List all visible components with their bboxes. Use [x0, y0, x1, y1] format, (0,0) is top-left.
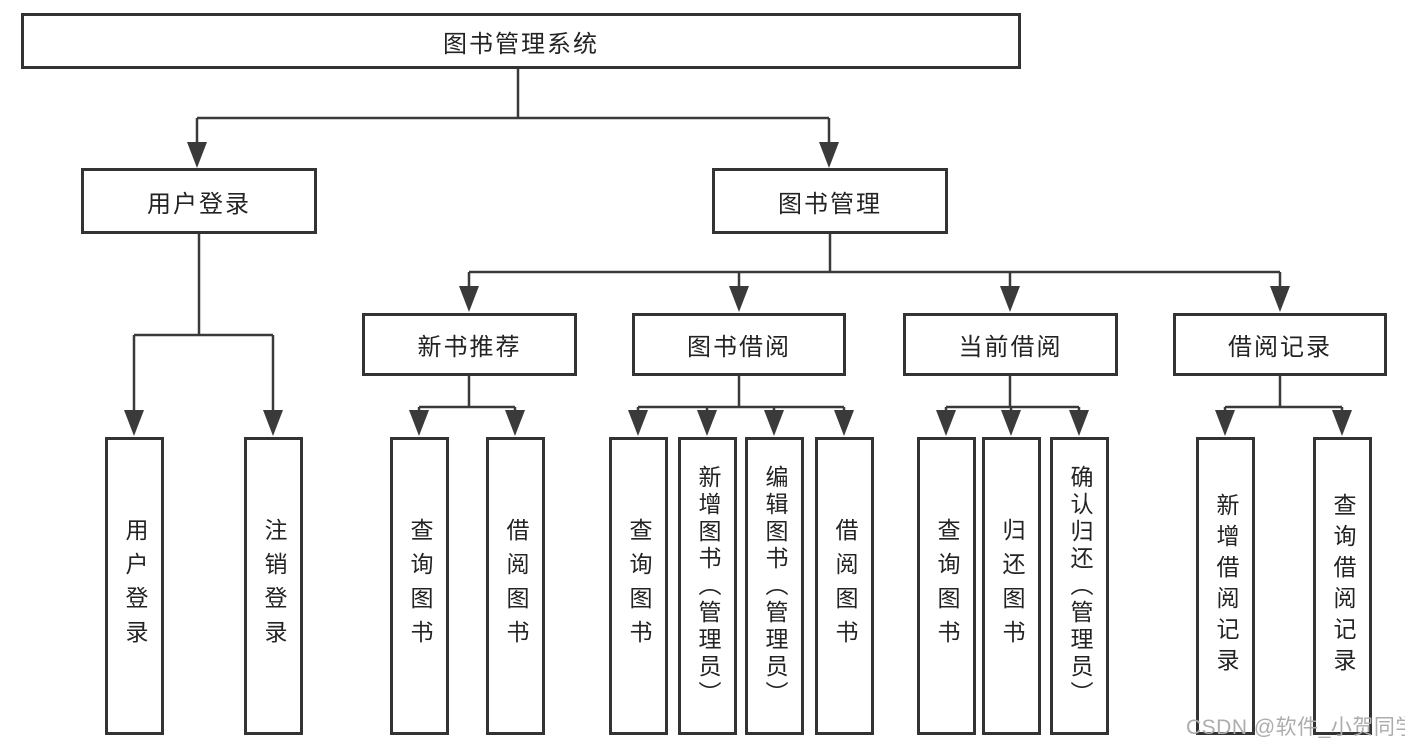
node-book-borrowing: 图书借阅: [632, 313, 846, 376]
leaf-query-books-1: 查询图书: [390, 437, 449, 735]
leaf-logout: 注销登录: [244, 437, 303, 735]
leaf-confirm-return-admin: 确认归还（管理员）: [1050, 437, 1109, 735]
leaf-return-book-label: 归还图书: [999, 518, 1025, 654]
leaf-borrow-books-2: 借阅图书: [815, 437, 874, 735]
node-book-management: 图书管理: [712, 168, 948, 234]
watermark: CSDN @软件_小贺同学: [1186, 716, 1405, 739]
leaf-query-borrow-record-label: 查询借阅记录: [1330, 493, 1356, 679]
node-current-borrowing-label: 当前借阅: [958, 334, 1063, 361]
leaf-add-book-admin: 新增图书（管理员）: [678, 437, 737, 735]
node-new-book-recommend-label: 新书推荐: [417, 334, 522, 361]
leaf-borrow-books-1: 借阅图书: [486, 437, 545, 735]
leaf-user-login-label: 用户登录: [122, 518, 148, 654]
leaf-query-books-3-label: 查询图书: [934, 518, 960, 654]
leaf-borrow-books-2-label: 借阅图书: [832, 518, 858, 654]
node-root-label: 图书管理系统: [443, 30, 599, 58]
leaf-add-book-admin-label: 新增图书（管理员）: [695, 464, 721, 708]
leaf-edit-book-admin: 编辑图书（管理员）: [745, 437, 804, 735]
leaf-query-borrow-record: 查询借阅记录: [1313, 437, 1372, 735]
node-borrowing-records: 借阅记录: [1173, 313, 1387, 376]
node-root: 图书管理系统: [21, 13, 1021, 69]
leaf-query-books-2-label: 查询图书: [626, 518, 652, 654]
leaf-query-books-3: 查询图书: [917, 437, 976, 735]
leaf-user-login: 用户登录: [105, 437, 164, 735]
leaf-add-borrow-record-label: 新增借阅记录: [1213, 493, 1239, 679]
node-user-login: 用户登录: [81, 168, 317, 234]
node-new-book-recommend: 新书推荐: [362, 313, 577, 376]
leaf-confirm-return-admin-label: 确认归还（管理员）: [1067, 464, 1093, 708]
leaf-return-book: 归还图书: [982, 437, 1041, 735]
leaf-edit-book-admin-label: 编辑图书（管理员）: [762, 464, 788, 708]
node-current-borrowing: 当前借阅: [903, 313, 1118, 376]
leaf-logout-label: 注销登录: [261, 518, 287, 654]
node-book-management-label: 图书管理: [778, 190, 882, 218]
leaf-query-books-2: 查询图书: [609, 437, 668, 735]
node-user-login-label: 用户登录: [147, 190, 251, 218]
leaf-borrow-books-1-label: 借阅图书: [503, 518, 529, 654]
leaf-add-borrow-record: 新增借阅记录: [1196, 437, 1255, 735]
leaf-query-books-1-label: 查询图书: [407, 518, 433, 654]
arrowheads: [124, 142, 1352, 436]
node-book-borrowing-label: 图书借阅: [687, 334, 791, 361]
node-borrowing-records-label: 借阅记录: [1228, 334, 1332, 361]
